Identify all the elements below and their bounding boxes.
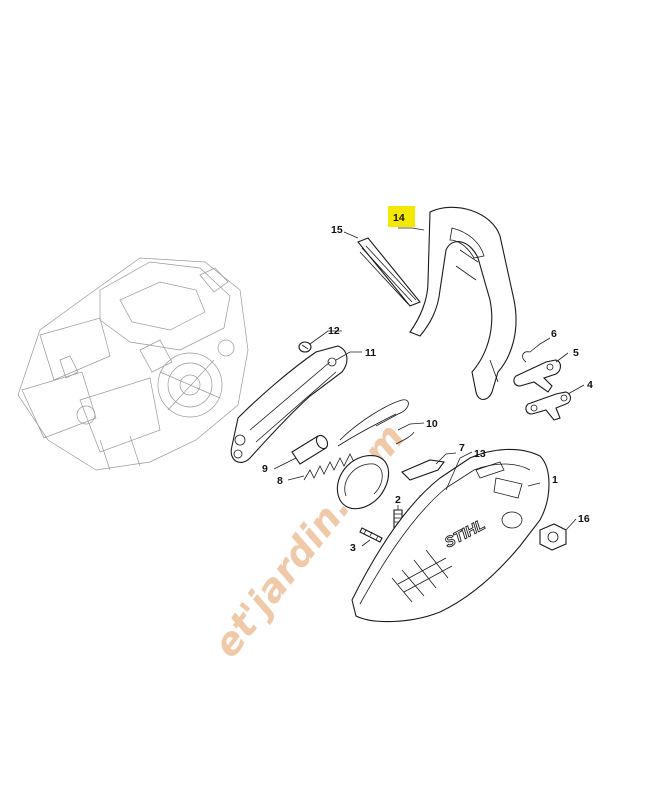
callout-10[interactable]: 10 bbox=[426, 418, 438, 430]
callout-14-highlight bbox=[388, 206, 415, 227]
part-6-circlip[interactable] bbox=[522, 351, 531, 363]
callout-labels: 1 2 3 4 5 6 7 8 9 10 11 12 13 14 15 16 bbox=[262, 212, 593, 554]
callout-6[interactable]: 6 bbox=[551, 328, 557, 340]
callout-14[interactable]: 14 bbox=[393, 212, 405, 224]
callout-5[interactable]: 5 bbox=[573, 347, 579, 359]
part-7-plate[interactable] bbox=[401, 459, 445, 481]
part-5-lever[interactable] bbox=[513, 359, 562, 393]
part-12-screw[interactable] bbox=[298, 341, 312, 353]
part-9-bushing[interactable] bbox=[291, 433, 330, 465]
callout-16[interactable]: 16 bbox=[578, 513, 590, 525]
callout-3[interactable]: 3 bbox=[350, 542, 356, 554]
callout-11[interactable]: 11 bbox=[365, 347, 376, 359]
part-14-hand-guard[interactable] bbox=[409, 206, 517, 401]
part-3-bolt[interactable] bbox=[359, 527, 383, 543]
part-1-sprocket-cover[interactable]: STIHL bbox=[351, 448, 550, 623]
callout-2[interactable]: 2 bbox=[395, 494, 401, 506]
callout-7[interactable]: 7 bbox=[459, 442, 465, 454]
part-15-label-plate[interactable] bbox=[357, 237, 421, 307]
callout-1[interactable]: 1 bbox=[552, 474, 558, 486]
callout-12[interactable]: 12 bbox=[328, 325, 340, 337]
callout-13[interactable]: 13 bbox=[474, 448, 486, 460]
callout-9[interactable]: 9 bbox=[262, 463, 268, 475]
part-4-link[interactable] bbox=[525, 391, 572, 421]
callout-8[interactable]: 8 bbox=[277, 475, 283, 487]
part-16-nut[interactable] bbox=[539, 523, 567, 551]
part-8-coil-spring[interactable] bbox=[303, 453, 355, 481]
brake-band[interactable] bbox=[336, 455, 390, 510]
callout-4[interactable]: 4 bbox=[587, 379, 593, 391]
part-11-tensioner-bracket[interactable] bbox=[230, 345, 348, 463]
part-10-spring-band[interactable] bbox=[337, 399, 415, 447]
engine-body-illustration bbox=[17, 257, 249, 471]
leader-lines bbox=[273, 227, 585, 547]
callout-15[interactable]: 15 bbox=[331, 224, 343, 236]
